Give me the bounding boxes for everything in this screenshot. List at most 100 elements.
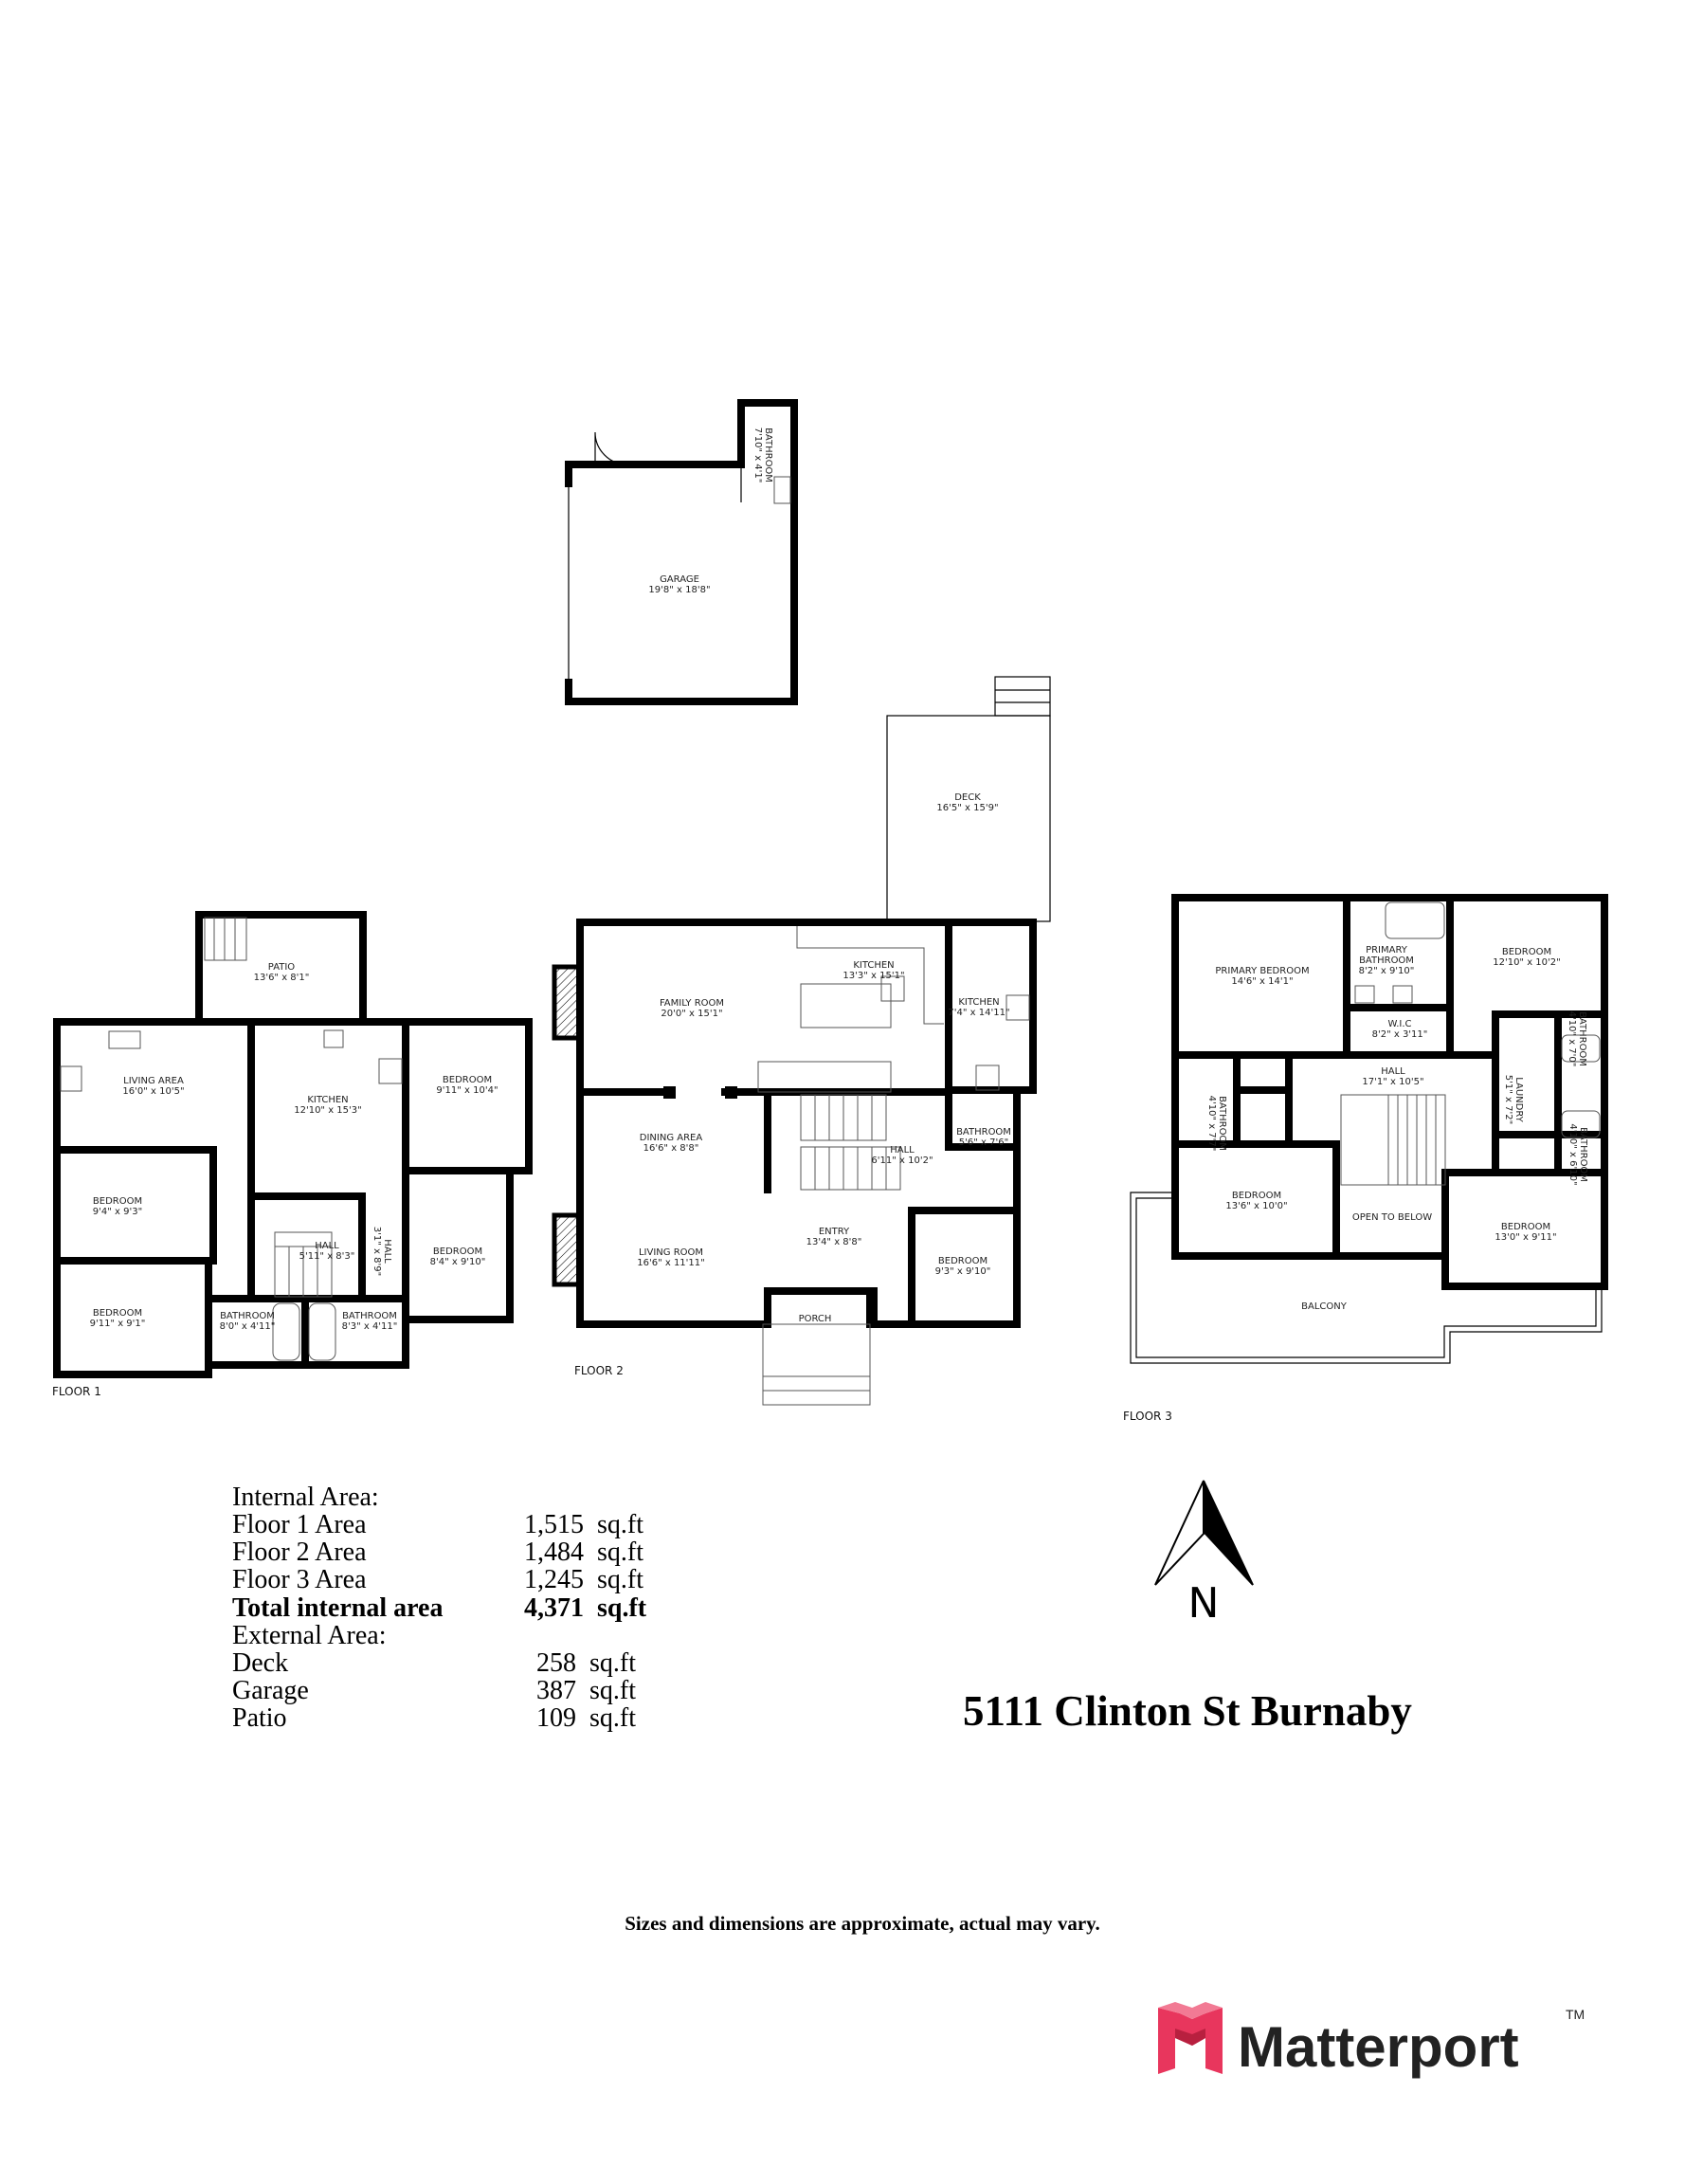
room-label: LAUNDRY5'1" x 7'2" xyxy=(1503,1075,1524,1124)
brand-name: Matterport xyxy=(1238,2015,1519,2079)
room-dimensions: 12'10" x 15'3" xyxy=(294,1105,362,1116)
room-name: BALCONY xyxy=(1301,1301,1348,1312)
room-dimensions: 13'4" x 8'8" xyxy=(806,1237,862,1247)
area-unit: sq.ft xyxy=(597,1538,643,1567)
room-name: BEDROOM xyxy=(93,1308,142,1319)
area-label: Deck xyxy=(232,1648,288,1678)
room-dimensions: 7'4" x 14'11" xyxy=(948,1008,1009,1018)
room-dimensions: 7'10" x 4'1" xyxy=(752,428,763,483)
room-dimensions: 19'8" x 18'8" xyxy=(648,585,710,595)
room-name: PATIO xyxy=(268,962,296,973)
room-dimensions: 8'4" x 9'10" xyxy=(430,1257,486,1267)
area-value: 1,484 xyxy=(524,1538,584,1567)
room-dimensions: 4'10" x 7'7" xyxy=(1206,1096,1217,1152)
room-name: KITCHEN xyxy=(853,960,894,971)
area-row: Deck 258 sq.ft xyxy=(232,1648,636,1678)
room-label: PORCH xyxy=(799,1314,832,1324)
room-name: PRIMARY BEDROOM xyxy=(1215,966,1309,976)
room-label: BALCONY xyxy=(1301,1301,1348,1312)
area-value: 109 xyxy=(536,1703,576,1733)
room-name: FAMILY ROOM xyxy=(660,998,724,1009)
area-row: Garage 387 sq.ft xyxy=(232,1676,636,1705)
room-dimensions: 17'1" x 10'5" xyxy=(1362,1077,1423,1087)
room-name: BEDROOM xyxy=(938,1256,987,1266)
area-row: Floor 3 Area 1,245 sq.ft xyxy=(232,1565,643,1594)
area-label: Floor 1 Area xyxy=(232,1510,367,1539)
room-name: BATHROOM xyxy=(1217,1096,1227,1151)
area-value: 387 xyxy=(536,1676,576,1705)
matterport-logo: Matterport TM xyxy=(1158,2002,1585,2079)
room-name: PRIMARY xyxy=(1366,945,1408,956)
room-dimensions: 16'5" x 15'9" xyxy=(936,803,998,813)
room-dimensions: 5'6" x 7'6" xyxy=(959,1138,1008,1148)
area-unit: sq.ft xyxy=(589,1676,636,1705)
room-dimensions: 12'10" x 10'2" xyxy=(1493,957,1561,968)
floor-1-label: FLOOR 1 xyxy=(52,1385,101,1398)
floor-3-label: FLOOR 3 xyxy=(1123,1410,1172,1423)
room-name: KITCHEN xyxy=(958,997,999,1008)
room-name: BATHROOM xyxy=(763,428,773,482)
area-label: Total internal area xyxy=(232,1593,443,1623)
room-dimensions: 8'3" x 4'11" xyxy=(342,1321,398,1332)
room-name: BATHROOM xyxy=(1578,1127,1588,1182)
room-name: BATHROOM xyxy=(1359,956,1414,966)
room-name: BEDROOM xyxy=(93,1196,142,1207)
external-area-heading: External Area: xyxy=(232,1621,386,1650)
room-label: HALL3'1" x 8'9" xyxy=(371,1227,392,1276)
area-unit: sq.ft xyxy=(597,1510,643,1539)
floor-3-plan xyxy=(1130,894,1608,1364)
room-name: HALL xyxy=(1381,1066,1405,1077)
room-label: BATHROOM7'10" x 4'1" xyxy=(752,428,773,483)
room-name: BATHROOM xyxy=(220,1311,275,1321)
property-address: 5111 Clinton St Burnaby xyxy=(963,1687,1412,1735)
room-name: OPEN TO BELOW xyxy=(1352,1212,1432,1223)
room-name: LIVING ROOM xyxy=(639,1247,703,1258)
room-name: HALL xyxy=(890,1145,915,1156)
room-dimensions: 5'11" x 8'3" xyxy=(299,1251,355,1262)
garage-plan xyxy=(565,399,798,705)
room-name: DINING AREA xyxy=(640,1133,703,1143)
area-label: Patio xyxy=(232,1703,287,1733)
room-name: BEDROOM xyxy=(1232,1191,1281,1201)
room-dimensions: 5'1" x 7'2" xyxy=(1503,1075,1513,1124)
room-name: BEDROOM xyxy=(1502,947,1551,957)
room-name: BEDROOM xyxy=(433,1247,482,1257)
north-arrow-icon: N xyxy=(1154,1480,1254,1628)
room-name: KITCHEN xyxy=(307,1095,348,1105)
area-unit: sq.ft xyxy=(589,1703,636,1733)
room-name: PORCH xyxy=(799,1314,832,1324)
room-dimensions: 4'10" x 6'10" xyxy=(1567,1123,1578,1185)
room-name: GARAGE xyxy=(660,574,699,585)
room-name: DECK xyxy=(954,792,981,803)
room-name: BEDROOM xyxy=(1501,1222,1550,1232)
room-dimensions: 8'0" x 4'11" xyxy=(220,1321,276,1332)
room-dimensions: 9'3" x 9'10" xyxy=(935,1266,991,1277)
internal-area-heading: Internal Area: xyxy=(232,1483,379,1512)
area-label: Floor 3 Area xyxy=(232,1565,367,1594)
room-label: BATHROOM4'10" x 7'0" xyxy=(1567,1011,1587,1067)
room-dimensions: 13'0" x 9'11" xyxy=(1495,1232,1556,1243)
